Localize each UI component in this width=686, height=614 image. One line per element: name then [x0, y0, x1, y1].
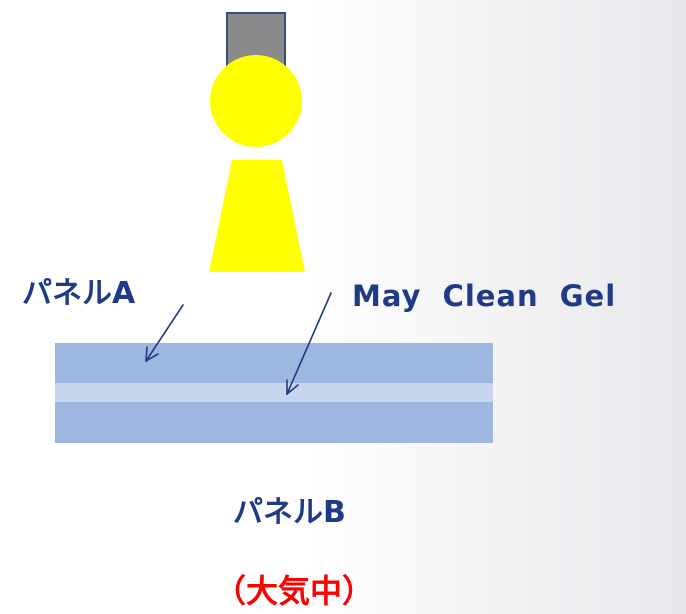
panel-b-label: パネルB [233, 495, 346, 530]
panel-a [55, 343, 493, 383]
panel-a-label: パネルA [22, 276, 136, 311]
gel-label: May Clean Gel [352, 279, 617, 313]
lamp-beam [209, 160, 305, 272]
panel-b [55, 402, 493, 443]
condition-label: （大気中） [214, 572, 375, 610]
gel-layer [55, 383, 493, 402]
lamp-bulb [210, 55, 302, 147]
